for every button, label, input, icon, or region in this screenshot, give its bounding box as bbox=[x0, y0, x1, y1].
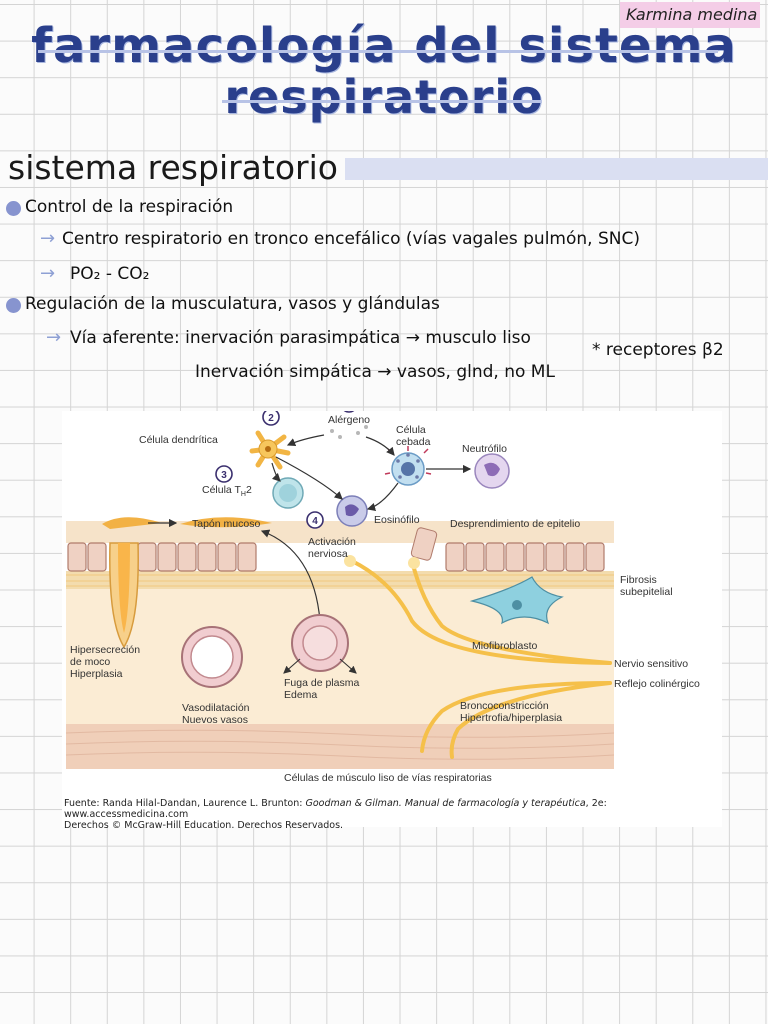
sub-bullet-text: Centro respiratorio en tronco encefálico… bbox=[62, 229, 640, 249]
bullet-text: Regulación de la musculatura, vasos y gl… bbox=[25, 294, 440, 314]
figure-illustration: 2 3 4 bbox=[65, 395, 700, 784]
mucus-plug bbox=[180, 517, 272, 528]
label-celula-cebada-2: cebada bbox=[396, 436, 431, 448]
dendritic-cell bbox=[249, 430, 291, 470]
author-tag: Karmina medina bbox=[620, 2, 760, 28]
label-nuevos-vasos: Nuevos vasos bbox=[182, 714, 248, 726]
blood-vessel-dilated bbox=[181, 626, 243, 688]
mucus-layer bbox=[102, 517, 162, 529]
bullet-text: Control de la respiración bbox=[25, 197, 234, 217]
figure-caption: Fuente: Randa Hilal-Dandan, Laurence L. … bbox=[64, 798, 720, 831]
label-fibrosis-2: subepitelial bbox=[620, 586, 673, 598]
epithelial-cells bbox=[67, 542, 605, 572]
author-name: Karmina medina bbox=[626, 5, 758, 24]
sub-bullet-text: PO₂ - CO₂ bbox=[70, 264, 150, 284]
label-celula-dendritica: Célula dendrítica bbox=[139, 434, 218, 446]
caption-line-2: www.accessmedicina.com bbox=[64, 809, 189, 820]
label-hipertrofia: Hipertrofia/hiperplasia bbox=[460, 712, 562, 724]
section-title: sistema respiratorio bbox=[8, 148, 338, 187]
label-hiperplasia: Hiperplasia bbox=[70, 668, 123, 680]
label-celula-th2: Célula TH2 bbox=[202, 484, 252, 498]
arrow-icon: → bbox=[46, 327, 62, 348]
detached-epithelial-cell bbox=[410, 527, 438, 561]
label-fuga-plasma: Fuga de plasma bbox=[284, 677, 359, 689]
label-nervio-sensitivo: Nervio sensitivo bbox=[614, 658, 688, 670]
caption-line-1: Fuente: Randa Hilal-Dandan, Laurence L. … bbox=[64, 798, 607, 809]
title-underline-2 bbox=[222, 100, 542, 103]
label-celula-cebada-1: Célula bbox=[396, 424, 426, 436]
section-highlight-bar bbox=[345, 158, 768, 180]
bullet-dot bbox=[6, 298, 21, 313]
label-activacion-1: Activación bbox=[308, 536, 356, 548]
label-eosinofilo: Eosinófilo bbox=[374, 514, 420, 526]
label-tapon-mucoso: Tapón mucoso bbox=[192, 518, 260, 530]
blood-vessel-leaking bbox=[283, 614, 357, 674]
label-fibrosis-1: Fibrosis bbox=[620, 574, 657, 586]
asthma-pathophysiology-figure: 2 3 4 bbox=[62, 395, 722, 831]
sub-bullet-text: Inervación simpática → vasos, glnd, no M… bbox=[195, 362, 555, 382]
label-vasodilatacion: Vasodilatación bbox=[182, 702, 250, 714]
nerve-fibers bbox=[350, 559, 612, 759]
label-miofibroblasto: Miofibroblasto bbox=[472, 640, 538, 652]
bullet-dot bbox=[6, 201, 21, 216]
step-marker-4: 4 bbox=[306, 511, 324, 529]
page-title-line2: respiratorio bbox=[224, 70, 544, 124]
label-reflejo-colinergico: Reflejo colinérgico bbox=[614, 678, 700, 690]
label-edema: Edema bbox=[284, 689, 317, 701]
smooth-muscle-layer bbox=[66, 724, 614, 769]
label-musculo-liso: Células de músculo liso de vías respirat… bbox=[284, 772, 492, 784]
label-hipersecrecion-2: de moco bbox=[70, 656, 110, 668]
label-broncoconstriccion: Broncoconstricción bbox=[460, 700, 549, 712]
nerve-endings bbox=[344, 555, 420, 569]
step-marker-1 bbox=[340, 395, 358, 413]
mast-cell bbox=[384, 446, 432, 486]
label-activacion-2: nerviosa bbox=[308, 548, 348, 560]
caption-line-3: Derechos © McGraw-Hill Education. Derech… bbox=[64, 820, 344, 831]
side-note: * receptores β2 bbox=[592, 340, 724, 360]
allergen-particles bbox=[330, 425, 368, 439]
step-marker-3: 3 bbox=[215, 465, 233, 483]
label-hipersecrecion-1: Hipersecreción bbox=[70, 644, 140, 656]
title-underline-1 bbox=[38, 50, 718, 53]
step-number: 4 bbox=[312, 516, 318, 527]
step-marker-2: 2 bbox=[262, 408, 280, 426]
page-title-line1: farmacología del sistema bbox=[31, 18, 737, 74]
sub-bullet-text: Vía aferente: inervación parasimpática →… bbox=[70, 328, 531, 348]
step-number: 3 bbox=[221, 470, 227, 481]
arrow-icon: → bbox=[40, 263, 56, 284]
arrow-icon: → bbox=[40, 228, 56, 249]
label-desprendimiento: Desprendimiento de epitelio bbox=[450, 518, 580, 530]
label-alergeno: Alérgeno bbox=[328, 414, 370, 426]
label-neutrofilo: Neutrófilo bbox=[462, 443, 507, 455]
step-number: 2 bbox=[268, 413, 274, 424]
